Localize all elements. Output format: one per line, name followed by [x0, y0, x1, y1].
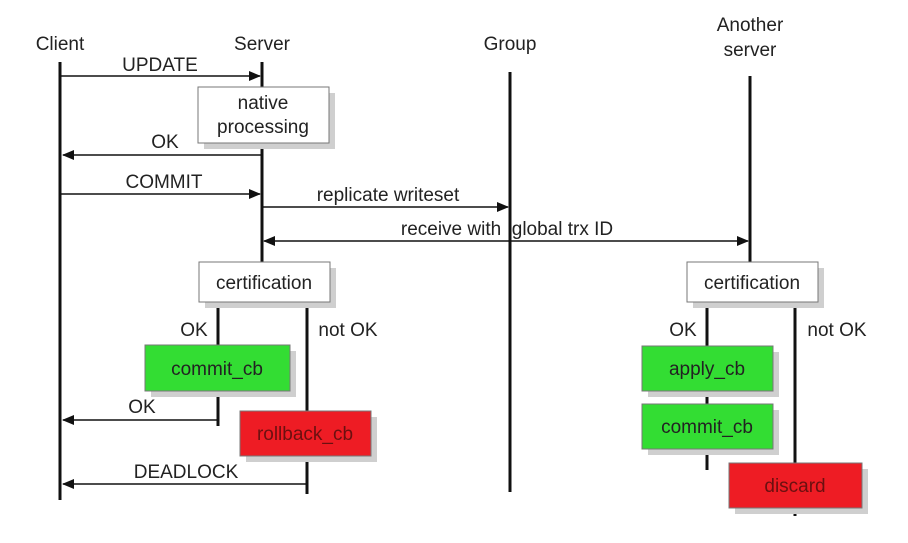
- participant-another-server-line2: server: [724, 40, 777, 61]
- message-receive-global-trx: receive with global trx ID: [401, 219, 613, 240]
- message-ok-2: OK: [128, 397, 156, 418]
- discard-label: discard: [764, 476, 825, 497]
- message-update: UPDATE: [122, 55, 198, 76]
- native-processing-label-1: native: [238, 93, 289, 114]
- native-processing-label-2: processing: [217, 117, 309, 138]
- message-commit: COMMIT: [125, 172, 202, 193]
- commit-cb-another-label: commit_cb: [661, 417, 753, 438]
- certification-another-label: certification: [704, 273, 800, 294]
- commit-cb-server-label: commit_cb: [171, 359, 263, 380]
- apply-cb-label: apply_cb: [669, 359, 745, 380]
- certification-server-label: certification: [216, 273, 312, 294]
- participant-server: Server: [234, 34, 291, 55]
- participant-another-server-line1: Another: [717, 15, 784, 36]
- participant-client: Client: [36, 34, 85, 55]
- message-replicate-writeset: replicate writeset: [317, 185, 460, 206]
- branch-server-not-ok: not OK: [318, 320, 377, 341]
- participant-group: Group: [484, 34, 537, 55]
- message-ok-1: OK: [151, 132, 179, 153]
- message-deadlock: DEADLOCK: [134, 462, 239, 483]
- branch-another-ok: OK: [669, 320, 697, 341]
- rollback-cb-label: rollback_cb: [257, 424, 353, 445]
- branch-another-not-ok: not OK: [807, 320, 866, 341]
- branch-server-ok: OK: [180, 320, 208, 341]
